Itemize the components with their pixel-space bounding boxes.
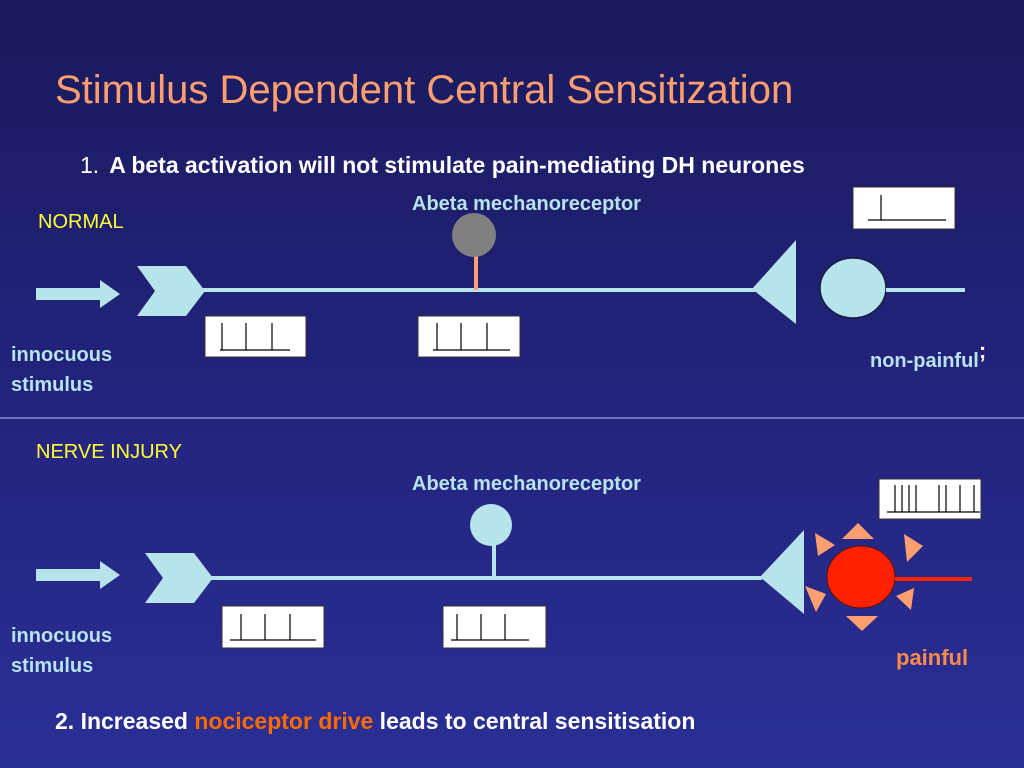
synapse-terminal-injury	[760, 530, 804, 614]
abeta-receptor-normal	[452, 213, 496, 257]
stimulus-label-injury-line2: stimulus	[11, 655, 94, 677]
afferent-terminal-injury	[145, 553, 213, 603]
outcome-mark-normal: ;	[978, 338, 987, 363]
injury-pathway	[36, 478, 982, 649]
dh-neurone-normal	[819, 257, 887, 319]
receptor-label-normal: Abeta mechanoreceptor	[412, 193, 641, 215]
stimulus-label-normal: innocuous stimulus	[11, 340, 112, 400]
slide-title: Stimulus Dependent Central Sensitization	[55, 68, 794, 112]
point-1-number: 1.	[80, 152, 100, 178]
pain-rays	[805, 523, 923, 631]
point-1: 1. A beta activation will not stimulate p…	[80, 152, 805, 179]
spike-train-box-injury-2	[442, 605, 547, 649]
normal-pathway	[36, 186, 965, 358]
spike-train-box-injury-output	[878, 478, 982, 520]
point-2: 2. Increased nociceptor drive leads to c…	[55, 708, 695, 735]
abeta-receptor-injury	[470, 504, 512, 546]
receptor-label-injury: Abeta mechanoreceptor	[412, 473, 641, 495]
point-2-suffix: leads to central sensitisation	[373, 708, 696, 734]
point-2-highlight: nociceptor drive	[194, 708, 374, 734]
spike-train-box-normal-output	[852, 186, 956, 230]
stimulus-arrow-injury	[36, 561, 120, 589]
spike-train-box-normal-2	[417, 315, 521, 358]
outcome-label-normal: non-painful;	[870, 338, 986, 373]
stimulus-arrow-normal	[36, 280, 120, 308]
spike-train-box-normal-1	[204, 315, 307, 358]
stimulus-label-injury-line1: innocuous	[11, 625, 113, 647]
point-1-text: A beta activation will not stimulate pai…	[109, 152, 805, 178]
section-label-normal: NORMAL	[38, 211, 124, 233]
dh-neurone-injury	[826, 545, 896, 609]
stimulus-label-normal-line2: stimulus	[11, 374, 94, 396]
point-2-prefix: 2. Increased	[55, 708, 195, 734]
afferent-terminal-normal	[137, 266, 205, 316]
section-label-injury: NERVE INJURY	[36, 441, 182, 463]
stimulus-label-normal-line1: innocuous	[11, 344, 113, 366]
outcome-text-normal: non-painful	[870, 350, 979, 372]
spike-train-box-injury-1	[221, 605, 325, 649]
outcome-label-injury: painful	[896, 645, 969, 670]
stimulus-label-injury: innocuous stimulus	[11, 621, 112, 681]
synapse-terminal-normal	[752, 240, 796, 324]
